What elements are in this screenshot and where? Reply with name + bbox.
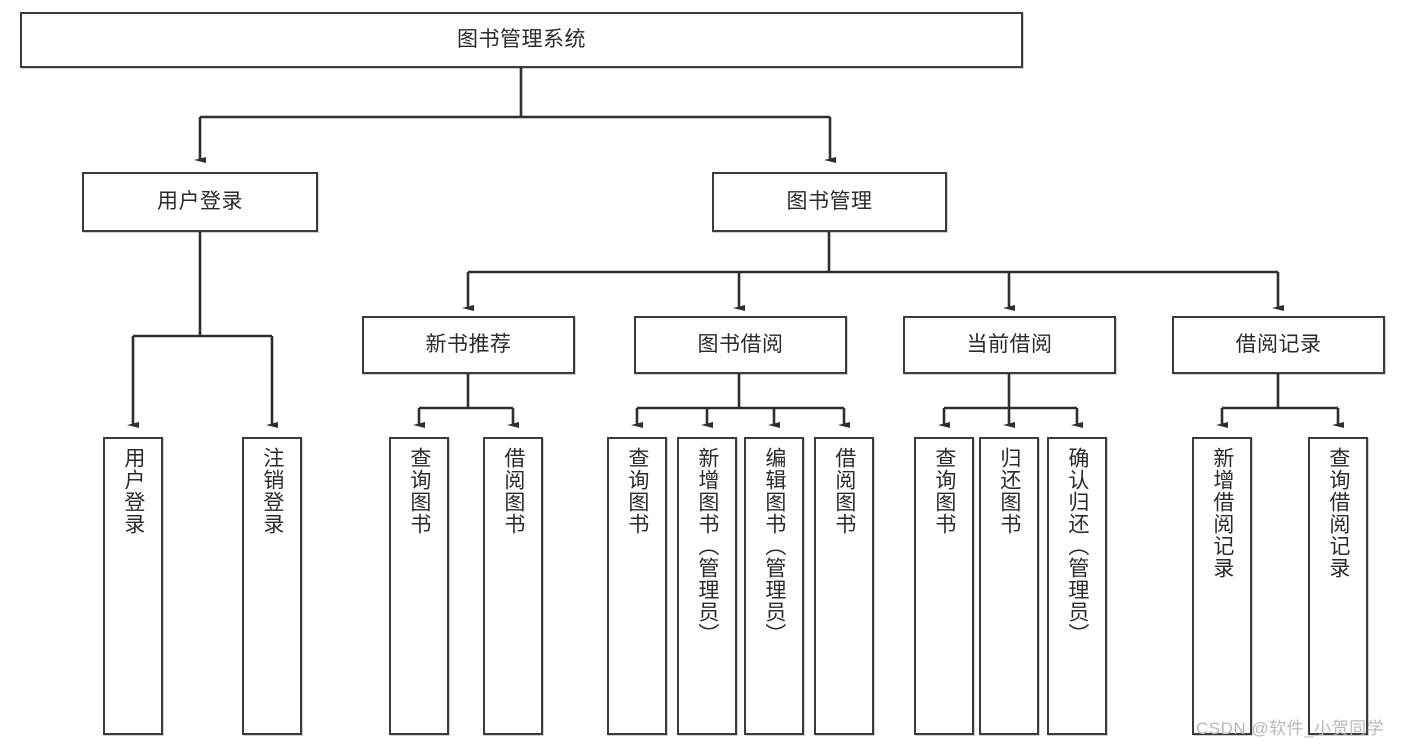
node-current-borrow[interactable]: 当前借阅 xyxy=(903,316,1116,374)
leaf-new-book-query[interactable]: 查询图书 xyxy=(389,437,449,735)
node-label: 归还图书 xyxy=(997,447,1021,535)
leaf-book-borrow-borrow[interactable]: 借阅图书 xyxy=(814,437,874,735)
node-label: 用户登录 xyxy=(121,447,145,535)
node-label: 借阅图书 xyxy=(501,447,525,535)
node-label: 新书推荐 xyxy=(425,332,512,356)
node-label: 查询图书 xyxy=(932,447,956,535)
leaf-current-borrow-query[interactable]: 查询图书 xyxy=(914,437,974,735)
node-label: 借阅图书 xyxy=(832,447,856,535)
leaf-borrow-record-add[interactable]: 新增借阅记录 xyxy=(1192,437,1252,735)
leaf-book-borrow-edit[interactable]: 编辑图书（管理员） xyxy=(744,437,804,735)
watermark-text: CSDN @软件_小贺同学 xyxy=(1196,719,1385,738)
leaf-current-borrow-confirm-return[interactable]: 确认归还（管理员） xyxy=(1047,437,1107,735)
node-label: 查询图书 xyxy=(625,447,649,535)
node-user-login[interactable]: 用户登录 xyxy=(82,172,318,232)
node-book-borrow[interactable]: 图书借阅 xyxy=(634,316,847,374)
leaf-current-borrow-return[interactable]: 归还图书 xyxy=(979,437,1039,735)
node-label: 注销登录 xyxy=(260,447,284,535)
node-label: 查询图书 xyxy=(407,447,431,535)
node-label: 借阅记录 xyxy=(1235,332,1322,356)
leaf-book-borrow-query[interactable]: 查询图书 xyxy=(607,437,667,735)
node-root-system[interactable]: 图书管理系统 xyxy=(20,12,1023,68)
leaf-book-borrow-add[interactable]: 新增图书（管理员） xyxy=(677,437,737,735)
node-label: 查询借阅记录 xyxy=(1326,447,1350,579)
node-label: 当前借阅 xyxy=(966,332,1053,356)
node-label: 编辑图书（管理员） xyxy=(762,447,786,645)
node-label: 图书管理系统 xyxy=(457,27,586,51)
leaf-user-login-logout[interactable]: 注销登录 xyxy=(242,437,302,735)
node-label: 图书管理 xyxy=(786,189,873,213)
leaf-user-login-login[interactable]: 用户登录 xyxy=(103,437,163,735)
node-new-book-recommend[interactable]: 新书推荐 xyxy=(362,316,575,374)
node-label: 确认归还（管理员） xyxy=(1065,447,1089,645)
node-label: 新增图书（管理员） xyxy=(695,447,719,645)
node-label: 新增借阅记录 xyxy=(1210,447,1234,579)
leaf-new-book-borrow[interactable]: 借阅图书 xyxy=(483,437,543,735)
node-book-management[interactable]: 图书管理 xyxy=(712,172,947,232)
leaf-borrow-record-query[interactable]: 查询借阅记录 xyxy=(1308,437,1368,735)
node-label: 图书借阅 xyxy=(697,332,784,356)
node-label: 用户登录 xyxy=(157,189,243,213)
node-borrow-record[interactable]: 借阅记录 xyxy=(1172,316,1385,374)
